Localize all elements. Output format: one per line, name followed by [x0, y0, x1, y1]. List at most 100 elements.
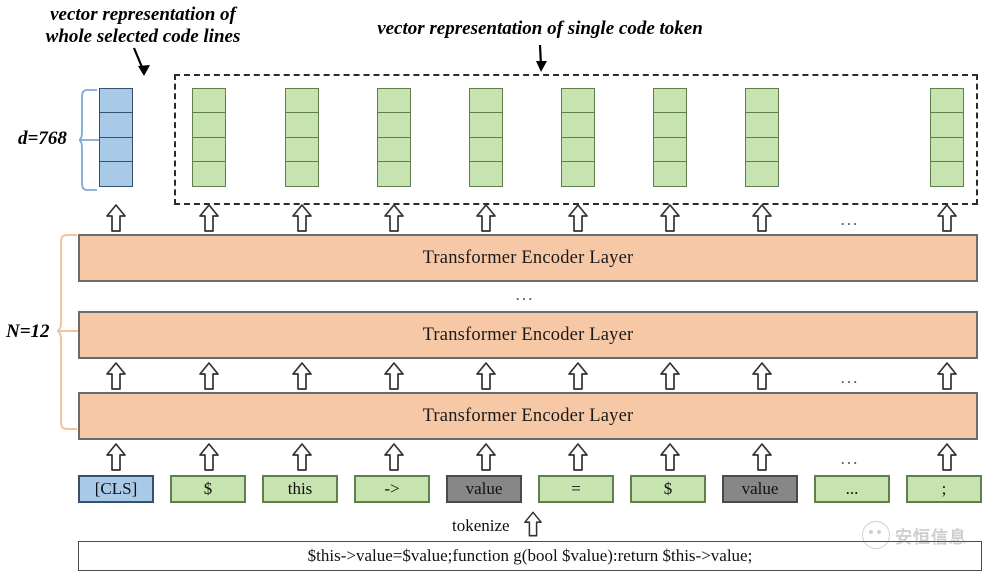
output-vector-token	[930, 88, 964, 192]
vector-cell	[561, 88, 595, 114]
vector-cell	[930, 161, 964, 188]
up-arrow-icon	[476, 443, 496, 471]
ellipsis-top-row: ...	[840, 210, 860, 229]
tokenize-up-arrow-icon	[524, 511, 542, 537]
vector-cell	[192, 161, 226, 188]
vector-cell	[469, 112, 503, 139]
layers-bracket	[56, 232, 81, 437]
vector-cell	[469, 161, 503, 188]
output-vector-token	[285, 88, 319, 192]
up-arrow-icon	[752, 362, 772, 390]
source-code-bar[interactable]: $this->value=$value;function g(bool $val…	[78, 541, 982, 571]
up-arrow-icon	[660, 204, 680, 232]
output-vector-token	[653, 88, 687, 192]
up-arrow-icon	[384, 204, 404, 232]
up-arrow-icon	[292, 204, 312, 232]
vector-cell	[99, 112, 133, 139]
up-arrow-icon	[292, 443, 312, 471]
vector-cell	[930, 112, 964, 139]
caption-token-vector: vector representation of single code tok…	[377, 18, 703, 39]
vector-cell	[561, 161, 595, 188]
vector-cell	[285, 136, 319, 163]
vector-cell	[653, 161, 687, 188]
up-arrow-icon	[660, 362, 680, 390]
output-vector-token	[561, 88, 595, 192]
vector-cell	[377, 112, 411, 139]
token-box[interactable]: $	[630, 475, 706, 503]
vector-cell	[192, 136, 226, 163]
transformer-encoder-layer-bottom[interactable]: Transformer Encoder Layer	[78, 392, 978, 440]
dimension-bracket	[76, 88, 103, 197]
up-arrow-icon	[568, 204, 588, 232]
output-vector-token	[192, 88, 226, 192]
vector-cell	[285, 161, 319, 188]
watermark: 安恒信息	[862, 521, 967, 549]
vector-cell	[469, 88, 503, 114]
up-arrow-icon	[292, 362, 312, 390]
up-arrow-icon	[568, 362, 588, 390]
vector-cell	[653, 88, 687, 114]
token-box-cls[interactable]: [CLS]	[78, 475, 154, 503]
output-vector-token	[377, 88, 411, 192]
up-arrow-icon	[199, 204, 219, 232]
token-box-masked[interactable]: value	[446, 475, 522, 503]
vector-cell	[99, 88, 133, 114]
up-arrow-icon	[199, 443, 219, 471]
token-box[interactable]: =	[538, 475, 614, 503]
vector-cell	[192, 112, 226, 139]
output-vector-cls	[99, 88, 133, 192]
token-box-ellipsis[interactable]: ...	[814, 475, 890, 503]
transformer-encoder-layer-middle[interactable]: Transformer Encoder Layer	[78, 311, 978, 359]
up-arrow-icon	[660, 443, 680, 471]
up-arrow-icon	[476, 204, 496, 232]
token-box[interactable]: this	[262, 475, 338, 503]
token-box[interactable]: ;	[906, 475, 982, 503]
vector-cell	[377, 136, 411, 163]
vector-cell	[653, 136, 687, 163]
vector-cell	[745, 161, 779, 188]
watermark-text: 安恒信息	[895, 527, 967, 548]
output-vector-token	[469, 88, 503, 192]
dimension-label: d=768	[18, 128, 67, 149]
token-box[interactable]: ->	[354, 475, 430, 503]
up-arrow-icon	[937, 443, 957, 471]
vector-cell	[745, 88, 779, 114]
up-arrow-icon	[752, 204, 772, 232]
up-arrow-icon	[937, 204, 957, 232]
vector-cell	[99, 161, 133, 188]
up-arrow-icon	[752, 443, 772, 471]
caption-cls-arrow-icon	[128, 46, 158, 83]
vector-cell	[930, 88, 964, 114]
up-arrow-icon	[106, 362, 126, 390]
ellipsis-bottom-row: ...	[840, 449, 860, 468]
vector-cell	[653, 112, 687, 139]
up-arrow-icon	[568, 443, 588, 471]
up-arrow-icon	[384, 443, 404, 471]
up-arrow-icon	[199, 362, 219, 390]
ellipsis-mid-row: ...	[840, 368, 860, 387]
transformer-encoder-layer-top[interactable]: Transformer Encoder Layer	[78, 234, 978, 282]
up-arrow-icon	[476, 362, 496, 390]
caption-token-arrow-icon	[528, 44, 556, 79]
vector-cell	[192, 88, 226, 114]
up-arrow-icon	[937, 362, 957, 390]
token-vectors-group-box	[174, 74, 978, 205]
token-box-masked[interactable]: value	[722, 475, 798, 503]
layers-label: N=12	[6, 321, 50, 342]
vector-cell	[930, 136, 964, 163]
vector-cell	[469, 136, 503, 163]
vector-cell	[285, 88, 319, 114]
up-arrow-icon	[384, 362, 404, 390]
vector-cell	[377, 161, 411, 188]
watermark-logo-icon	[862, 521, 890, 549]
token-box[interactable]: $	[170, 475, 246, 503]
vector-cell	[285, 112, 319, 139]
tokenize-label: tokenize	[452, 516, 510, 535]
vector-cell	[99, 136, 133, 163]
vector-cell	[745, 136, 779, 163]
caption-cls-vector: vector representation of whole selected …	[45, 4, 241, 47]
ellipsis-encoder-stack: ...	[515, 285, 535, 304]
vector-cell	[561, 112, 595, 139]
vector-cell	[561, 136, 595, 163]
